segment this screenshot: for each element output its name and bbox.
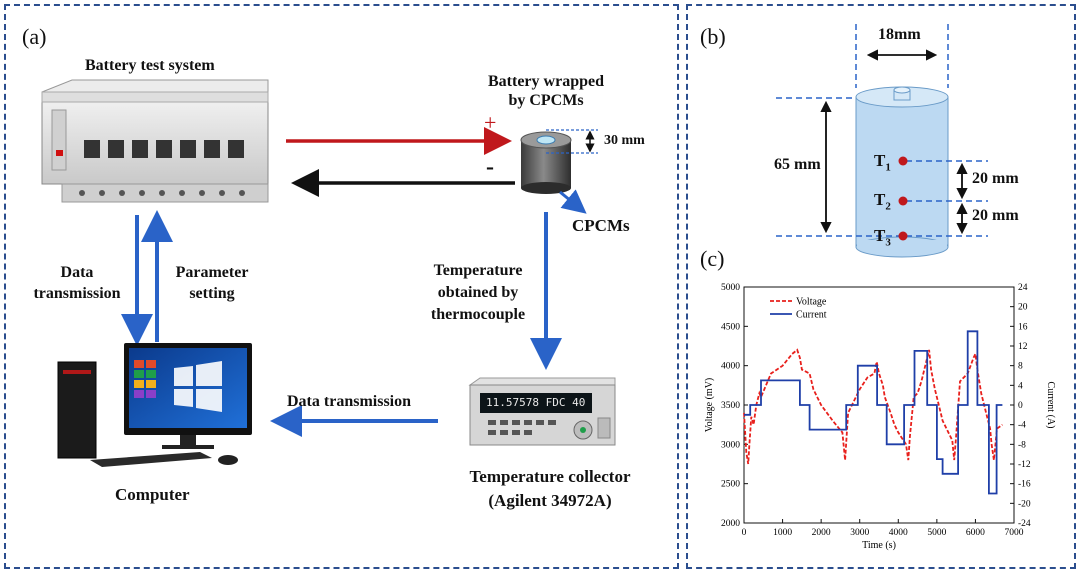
t1-text: T [874, 151, 886, 170]
dim-30mm-label: 30 mm [604, 133, 645, 148]
y-right-tick-label: 8 [1018, 362, 1023, 372]
thermocouple-t3-point [898, 231, 908, 241]
panel-b-label: (b) [700, 24, 726, 49]
battery-test-system-title: Battery test system [85, 57, 215, 74]
temperature-collector-label: Temperature collector (Agilent 34972A) [450, 465, 650, 513]
x-tick-label: 1000 [773, 528, 792, 538]
y-right-tick-label: 16 [1018, 322, 1028, 332]
series-line-voltage [743, 348, 1003, 465]
y-right-tick-label: -4 [1018, 421, 1026, 431]
x-tick-label: 3000 [850, 528, 869, 538]
battery-wrapped-line2: by CPCMs [508, 92, 584, 109]
legend-label-voltage: Voltage [796, 297, 827, 308]
t3-text: T [874, 226, 886, 245]
collector-line2: (Agilent 34972A) [488, 491, 612, 510]
parameter-line2: setting [189, 285, 235, 302]
temp-obtained-line1: Temperature [433, 262, 523, 279]
y-right-tick-label: 24 [1018, 283, 1028, 293]
y-left-tick-label: 2500 [721, 480, 740, 490]
temp-obtained-line2: obtained by [437, 284, 519, 301]
y-right-tick-label: -12 [1018, 460, 1031, 470]
panel-c-label: (c) [700, 246, 725, 271]
data-transmission-line1: Data [60, 264, 94, 281]
y-right-tick-label: -20 [1018, 499, 1031, 509]
voltage-current-chart: 0 1000 2000 3000 4000 5000 6000 7000 2000 2500 300… [704, 283, 1056, 551]
thermocouple-t1-point [898, 156, 908, 166]
y-left-tick-label: 3000 [721, 440, 740, 450]
t2-sub: 2 [885, 200, 891, 213]
data-transmission-horizontal-label: Data transmission [287, 393, 412, 410]
minus-sign: - [486, 154, 494, 180]
battery-wrapped-line1: Battery wrapped [488, 73, 604, 90]
y-left-tick-label: 3500 [721, 401, 740, 411]
t1-label: T1 [874, 151, 891, 173]
x-tick-label: 7000 [1005, 528, 1024, 538]
instrument-display-readout: 11.57578 FDC 40 [486, 396, 586, 409]
cpcms-pointer-arrow [559, 189, 587, 214]
y-right-tick-label: -16 [1018, 480, 1031, 490]
x-tick-label: 0 [742, 528, 747, 538]
t2-text: T [874, 190, 886, 209]
cylinder-cell-drawing [855, 86, 949, 258]
parameter-setting-label: Parameter setting [162, 262, 262, 304]
y-right-axis-label: Current (A) [1045, 382, 1056, 429]
y-right-tick-label: 0 [1018, 401, 1023, 411]
data-transmission-vertical-label: Data transmission [22, 262, 132, 304]
dim-20mm-lower-label: 20 mm [972, 207, 1019, 224]
y-left-tick-label: 5000 [721, 283, 740, 293]
computer-label: Computer [115, 485, 190, 504]
plus-sign: + [484, 110, 497, 135]
x-tick-label: 2000 [812, 528, 831, 538]
y-left-axis-label: Voltage (mV) [704, 378, 715, 433]
thermocouple-t2-point [898, 196, 908, 206]
y-left-tick-label: 2000 [721, 519, 740, 529]
legend-label-current: Current [796, 310, 827, 321]
cpcms-label: CPCMs [572, 216, 630, 235]
computer-icon [57, 343, 252, 467]
x-axis-label: Time (s) [862, 540, 896, 551]
x-tick-label: 4000 [889, 528, 908, 538]
x-tick-label: 6000 [966, 528, 985, 538]
t2-label: T2 [874, 190, 891, 212]
dim-18mm-label: 18mm [878, 26, 921, 43]
battery-test-system-device [41, 79, 269, 203]
dim-20mm-upper-label: 20 mm [972, 170, 1019, 187]
y-left-tick-label: 4500 [721, 322, 740, 332]
x-tick-label: 5000 [927, 528, 946, 538]
t3-label: T3 [874, 226, 891, 248]
dim-65mm-label: 65 mm [774, 156, 821, 173]
y-right-tick-label: -24 [1018, 519, 1031, 529]
battery-wrapped-label: Battery wrapped by CPCMs [476, 72, 616, 110]
t3-sub: 3 [885, 236, 891, 249]
temp-obtained-line3: thermocouple [430, 306, 526, 323]
y-right-tick-label: 4 [1018, 381, 1023, 391]
agilent-instrument-icon [468, 377, 616, 446]
collector-line1: Temperature collector [469, 467, 631, 486]
panel-a-frame [4, 4, 679, 569]
panel-a-label: (a) [22, 24, 47, 49]
y-left-tick-label: 4000 [721, 362, 740, 372]
y-right-tick-label: 20 [1018, 303, 1028, 313]
t1-sub: 1 [885, 161, 891, 174]
y-right-tick-label: 12 [1018, 342, 1028, 352]
y-right-tick-label: -8 [1018, 440, 1026, 450]
temperature-obtained-label: Temperature obtained by thermocouple [408, 260, 548, 326]
series-line-current [744, 330, 1003, 495]
panel-bc-frame [686, 4, 1076, 569]
battery-cylinder-icon [520, 131, 572, 194]
parameter-line1: Parameter [175, 264, 249, 281]
data-transmission-line2: transmission [33, 285, 121, 302]
